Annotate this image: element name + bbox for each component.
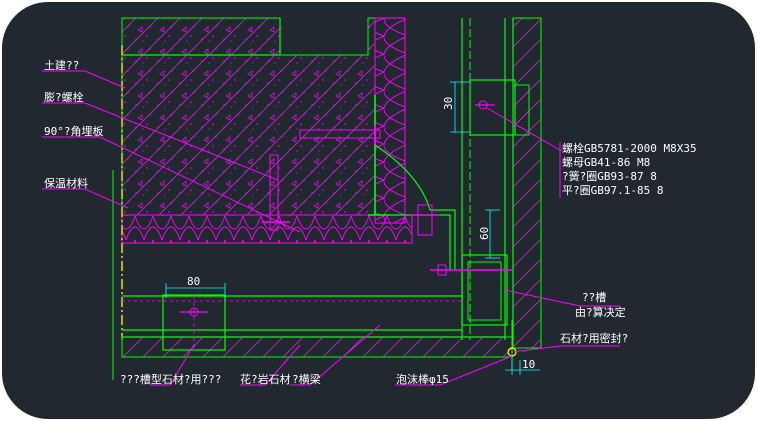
concrete-wall [121, 17, 376, 216]
label-angle-plate: 90°?角埋板 [44, 124, 104, 138]
slot-bracket [162, 294, 226, 351]
label-channel-2: 由?算决定 [575, 305, 626, 319]
bolt-spec-1: 螺栓GB5781-2000 M8X35 [562, 141, 697, 155]
label-channel-1: ??槽 [582, 291, 606, 304]
crossbeam [122, 295, 505, 338]
label-insulation: 保温材料 [44, 176, 88, 190]
label-expansion-bolt: 膨?螺栓 [44, 90, 84, 104]
label-concrete: 土建?? [44, 58, 79, 72]
label-sealant: 石材?用密封? [560, 331, 628, 345]
l-bracket [374, 144, 456, 270]
embedded-plate [262, 95, 390, 231]
channel-bracket [430, 254, 512, 326]
bolt-spec-4: 平?圈GB97.1-85 8 [562, 184, 663, 197]
dimension-80-text: 80 [187, 275, 200, 288]
insulation-right [374, 17, 406, 224]
bolt-spec-3: ?簧?圈GB93-87 8 [562, 169, 657, 183]
dimension-30: 30 [442, 81, 470, 133]
dimension-30-text: 30 [442, 97, 455, 110]
dimension-10: 10 [505, 358, 540, 375]
insulation-bottom [121, 214, 413, 244]
label-granite: 花?岩石材 [240, 372, 291, 386]
dimension-10-text: 10 [522, 358, 535, 371]
granite-stone [121, 320, 513, 370]
top-bracket [469, 79, 530, 136]
dimension-60-text: 60 [478, 227, 491, 240]
label-foam-rod: 泡沫棒φ15 [396, 372, 449, 386]
bolt-spec-2: 螺母GB41-86 M8 [562, 156, 650, 169]
label-stone-slot: ???槽型石材?用??? [120, 372, 221, 386]
dimension-80: 80 [165, 275, 226, 298]
steel-column [461, 17, 542, 349]
dimension-60: 60 [478, 209, 500, 259]
bolt-spec-block: 螺栓GB5781-2000 M8X35 螺母GB41-86 M8 ?簧?圈GB9… [559, 141, 697, 198]
label-crossbeam: ?横梁 [292, 372, 321, 386]
